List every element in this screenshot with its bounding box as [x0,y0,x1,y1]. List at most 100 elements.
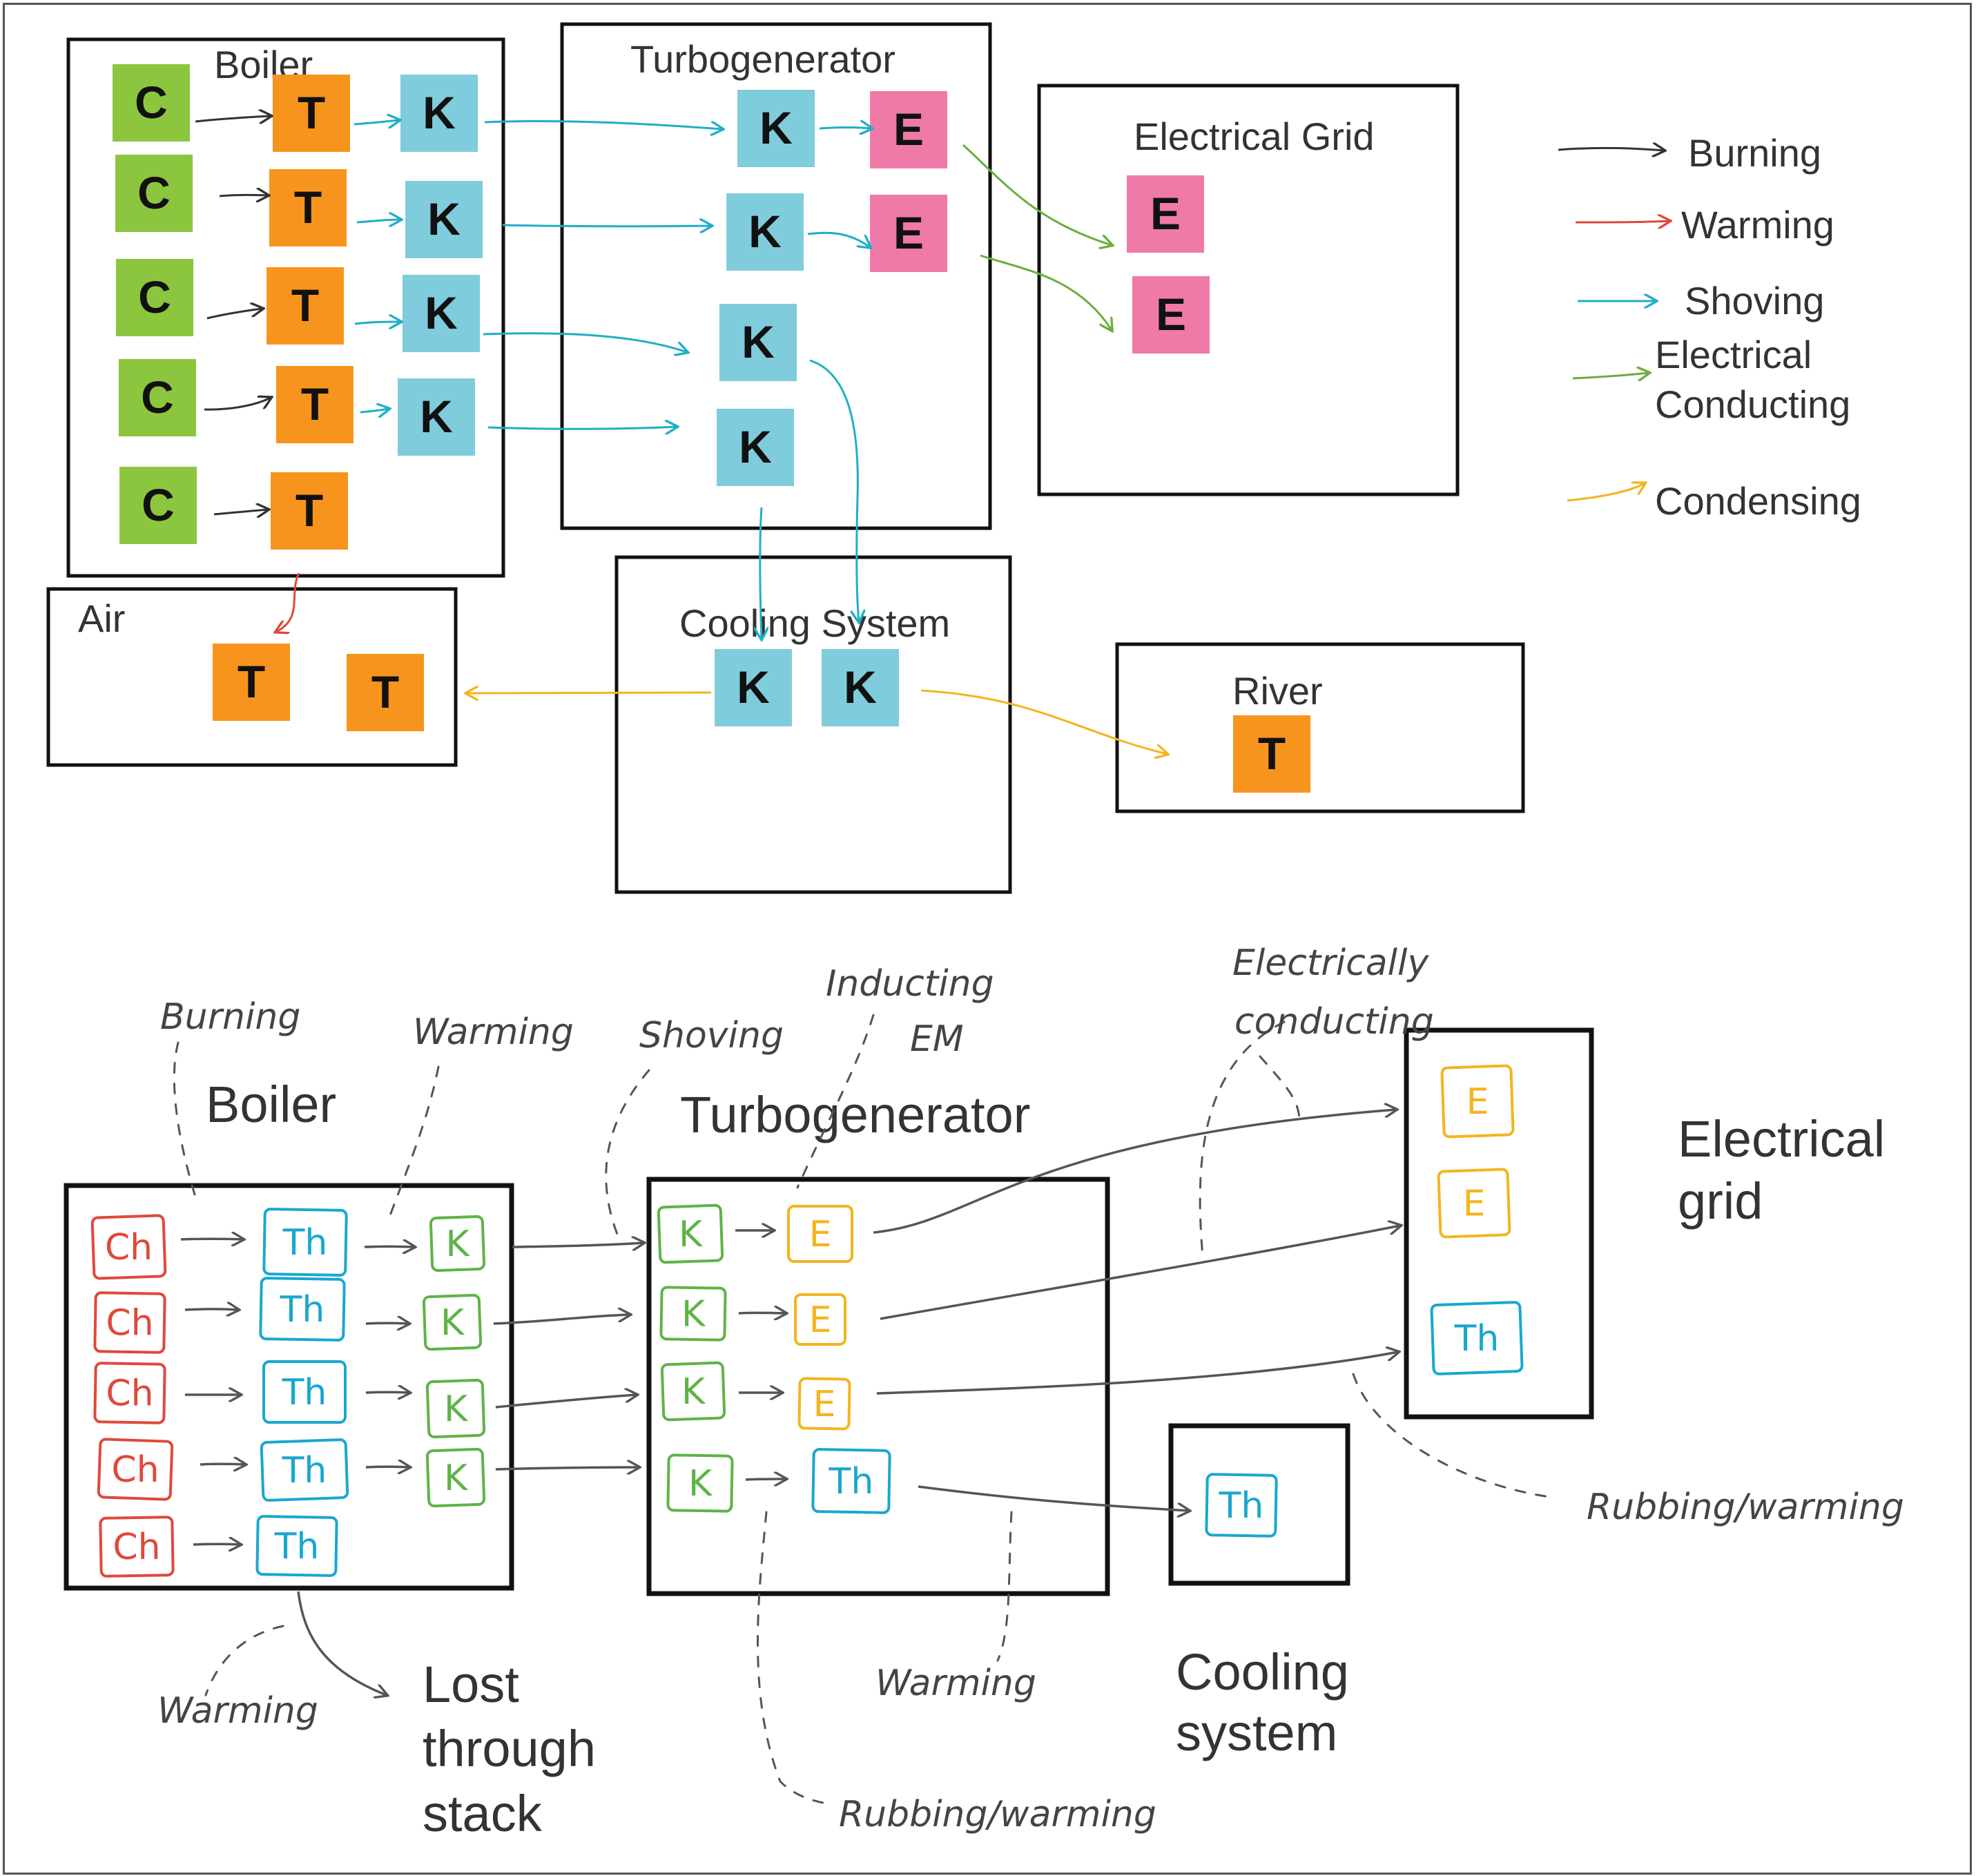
kinetic-hand-tile: K [660,1361,726,1422]
kinetic-tile: K [715,649,792,726]
top-river-title: River [1232,669,1323,713]
kinetic-tile: K [822,649,899,726]
bottom-cooling-title-2: system [1176,1704,1337,1761]
chem-tile: Ch [99,1516,175,1578]
kinetic-tile-letter: K [427,193,461,244]
kinetic-hand-tile-letter: K [679,1214,704,1255]
shoving-arrow [484,119,722,129]
leader-line [173,1041,196,1196]
legend-shoving-label: Shoving [1685,279,1824,322]
annotation-rubbing-right: Rubbing/warming [1587,1487,1904,1528]
kinetic-hand-tile: K [422,1293,483,1351]
coal-tile-fill [119,467,197,544]
chem-tile: Ch [93,1362,166,1424]
kinetic-tile: K [405,181,483,258]
thermal-hand-tile-letter: Th [282,1222,328,1264]
hand-arrow [184,1309,238,1310]
kinetic-hand-tile: K [659,1286,727,1342]
thermal-tile: T [347,654,424,731]
thermal-hand-tile-outline [255,1515,338,1577]
thermal-tile-letter: T [301,378,329,429]
kinetic-tile-fill [405,181,483,258]
coal-tile-letter: C [142,479,175,530]
electric-hand-tile-letter: E [809,1214,832,1255]
coal-tile-fill [116,259,193,336]
thermal-tile-letter: T [371,666,399,717]
top-cooling-system-title: Cooling System [679,601,950,645]
electric-tile: E [870,195,947,272]
kinetic-hand-tile-outline [657,1203,724,1264]
electric-hand-tile: E [797,1377,851,1431]
thermal-tile-letter: T [294,182,322,233]
kinetic-tile: K [719,304,797,381]
shoving-arrow [354,322,400,324]
coal-tile-letter: C [141,371,174,423]
hand-arrow [495,1395,637,1409]
annotation-burning: Burning [160,996,300,1038]
legend-conducting-swatch [1572,373,1649,378]
shoving-arrow [360,409,389,412]
bottom-boiler-title: Boiler [206,1076,336,1133]
thermal-tile-fill [347,654,424,731]
thermal-tile: T [213,644,290,721]
thermal-hand-tile-outline [1205,1473,1278,1538]
thermal-hand-tile: Th [262,1360,347,1424]
electric-hand-tile-outline [797,1377,851,1431]
hand-arrow [297,1591,387,1695]
top-turbogenerator-title: Turbogenerator [630,37,895,81]
chem-tile-letter: Ch [111,1449,159,1491]
annotation-shoving: Shoving [639,1015,784,1056]
thermal-hand-tile-letter: Th [280,1289,325,1331]
thermal-hand-tile-letter: Th [1219,1485,1264,1527]
electric-tile-fill [870,91,947,168]
thermal-hand-tile: Th [1430,1301,1524,1375]
coal-tile: C [119,359,196,436]
shoving-arrow [353,120,399,124]
leader-line [1352,1373,1551,1498]
hand-arrow [493,1315,630,1325]
hand-arrow [918,1485,1189,1511]
leader-line [1259,1055,1301,1120]
hand-arrow [512,1243,643,1247]
chem-tile-outline [93,1291,166,1354]
kinetic-tile: K [400,75,478,152]
top-electrical-grid-box [1037,84,1460,496]
leader-line [1199,1021,1286,1258]
burning-arrow [206,309,262,320]
hand-arrow [365,1392,409,1393]
coal-tile: C [115,155,193,232]
kinetic-hand-tile-outline [429,1215,486,1273]
electric-tile-letter: E [893,104,924,155]
kinetic-tile-fill [719,304,797,381]
thermal-hand-tile-outline [262,1208,348,1277]
bottom-boiler-box [64,1183,514,1591]
electric-hand-tile-outline [1440,1064,1515,1139]
kinetic-tile-letter: K [425,287,458,338]
thermal-tile-fill [273,75,350,152]
thermal-hand-tile: Th [262,1208,348,1277]
shoving-arrow [807,231,870,247]
thermal-tile-letter: T [298,87,325,138]
annotation-inducting: Inducting [826,963,994,1005]
electric-hand-tile-letter: E [809,1299,832,1341]
kinetic-tile: K [398,378,475,456]
chem-tile: Ch [90,1214,167,1280]
coal-tile-fill [115,155,193,232]
top-air-box [46,587,458,767]
coal-tile-fill [113,64,190,142]
kinetic-tile-letter: K [739,421,772,472]
conducting-arrow [962,144,1112,245]
bottom-cooling-box [1168,1423,1350,1586]
burning-arrow [195,116,271,122]
thermal-tile: T [271,472,348,550]
electric-hand-tile: E [1437,1168,1511,1239]
electric-tile: E [1132,276,1210,354]
bottom-stack-title-2: through [423,1720,596,1777]
leader-line [796,1014,875,1189]
kinetic-tile-letter: K [420,391,453,442]
top-river-box [1115,642,1525,813]
thermal-hand-tile-outline [262,1360,347,1424]
electric-hand-tile-outline [787,1205,853,1263]
electric-tile-fill [1127,175,1204,253]
electric-hand-tile-letter: E [1463,1183,1486,1225]
